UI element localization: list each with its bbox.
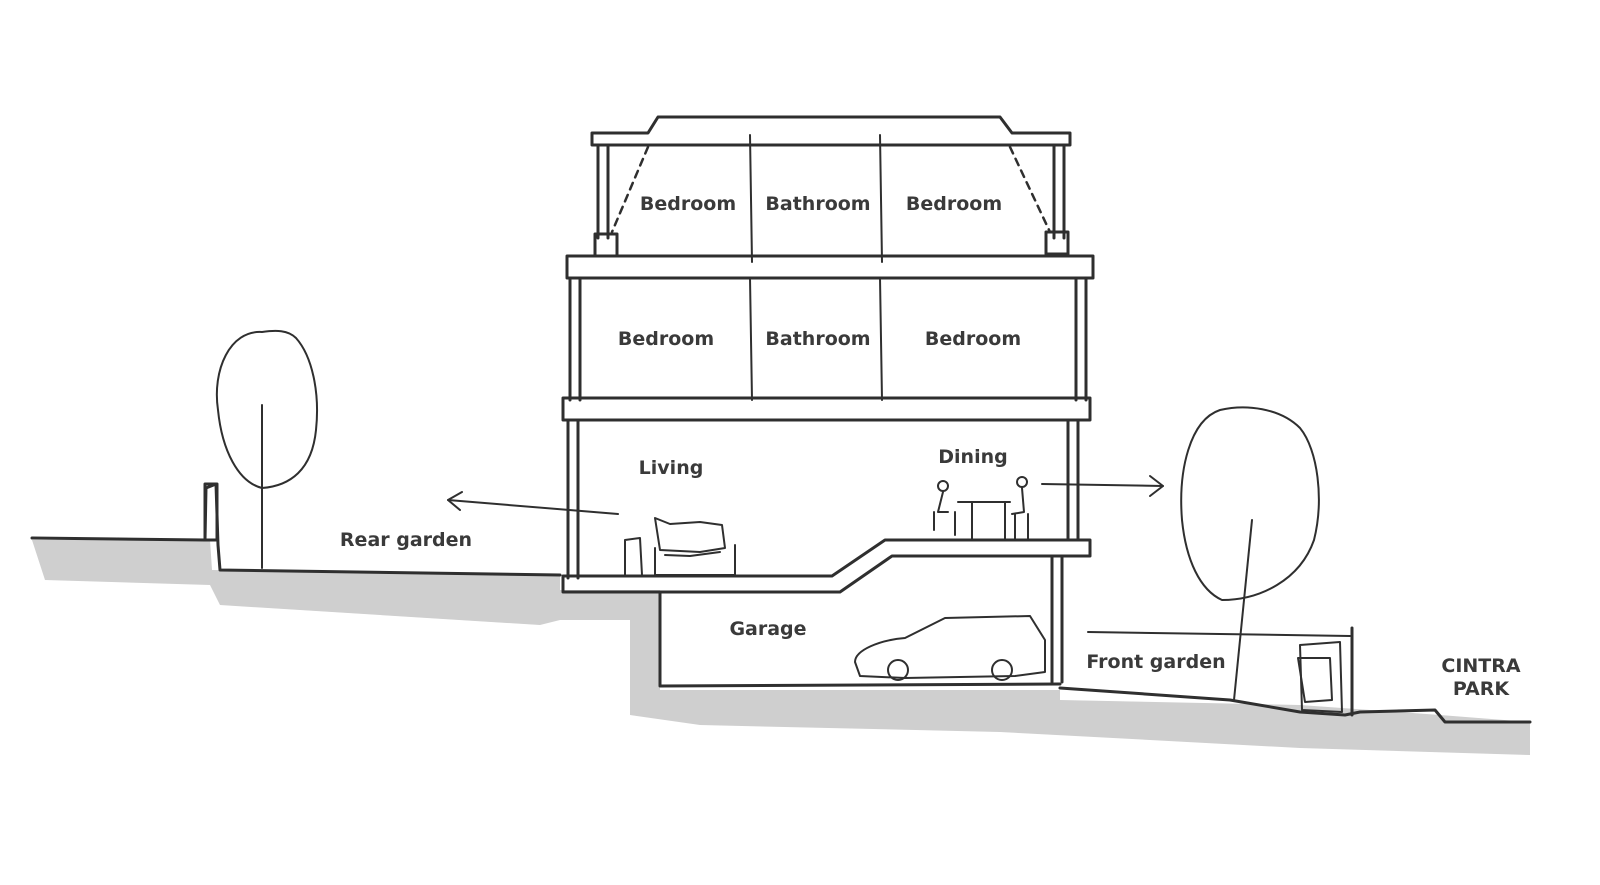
- label-living: Living: [639, 457, 704, 479]
- label-top-bedroom-left: Bedroom: [640, 193, 736, 215]
- car-icon: [854, 615, 1046, 681]
- dining-table-icon: [933, 476, 1029, 541]
- rear-garden-wall: [203, 482, 219, 542]
- label-top-bedroom-right: Bedroom: [906, 193, 1002, 215]
- ground-shading: [32, 540, 1530, 755]
- label-garage: Garage: [729, 618, 806, 640]
- rear-arrow-icon: [447, 491, 619, 515]
- sofa-icon: [624, 517, 736, 576]
- front-arrow-icon: [1041, 475, 1164, 497]
- rear-tree-icon: [215, 329, 318, 569]
- label-mid-bedroom-right: Bedroom: [925, 328, 1021, 350]
- label-mid-bedroom-left: Bedroom: [618, 328, 714, 350]
- label-street-line2: PARK: [1453, 678, 1511, 700]
- label-top-bathroom: Bathroom: [765, 193, 870, 215]
- house-section: [561, 115, 1095, 688]
- gate-icon: [1297, 626, 1354, 717]
- label-dining: Dining: [938, 446, 1007, 468]
- front-tree-icon: [1180, 406, 1320, 701]
- label-rear-garden: Rear garden: [340, 529, 472, 551]
- label-street-line1: CINTRA: [1441, 655, 1521, 677]
- front-boundary-line: [1087, 631, 1351, 637]
- label-front-garden: Front garden: [1086, 651, 1225, 673]
- label-mid-bathroom: Bathroom: [765, 328, 870, 350]
